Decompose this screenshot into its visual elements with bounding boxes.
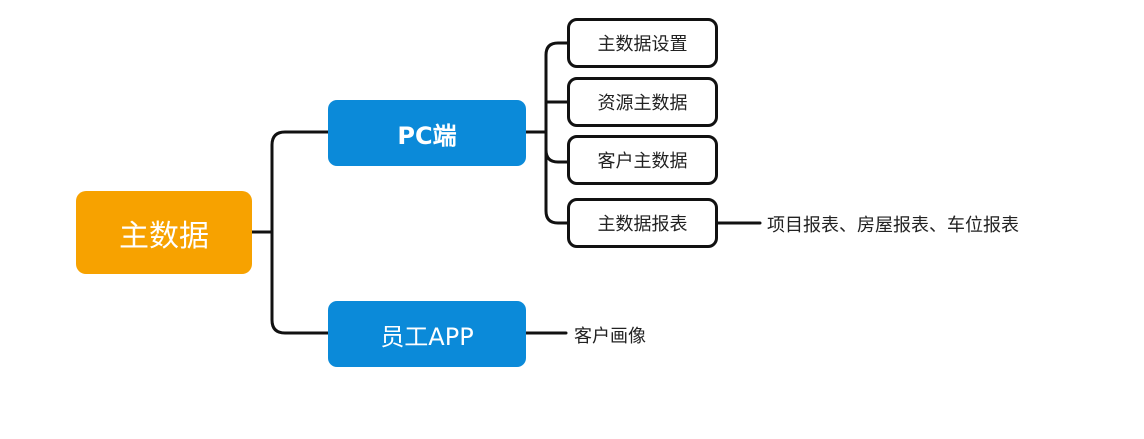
note-report-types: 项目报表、房屋报表、车位报表: [767, 215, 1019, 236]
connector-to-leaf-4: [544, 148, 569, 225]
leaf-master-data-reports: 主数据报表: [567, 198, 718, 248]
branch-employee-app: 员工APP: [328, 301, 526, 367]
note-customer-profile: 客户画像: [574, 326, 646, 347]
connector-to-app: [270, 230, 330, 335]
leaf-resource-master-data: 资源主数据: [567, 77, 718, 127]
connector-to-pc: [270, 130, 330, 234]
connector-to-leaf-1: [544, 41, 569, 134]
leaf-master-data-settings: 主数据设置: [567, 18, 718, 68]
branch-pc: PC端: [328, 100, 526, 166]
connector-to-leaf-3: [544, 130, 569, 164]
leaf-customer-master-data: 客户主数据: [567, 135, 718, 185]
root-node: 主数据: [76, 191, 252, 274]
